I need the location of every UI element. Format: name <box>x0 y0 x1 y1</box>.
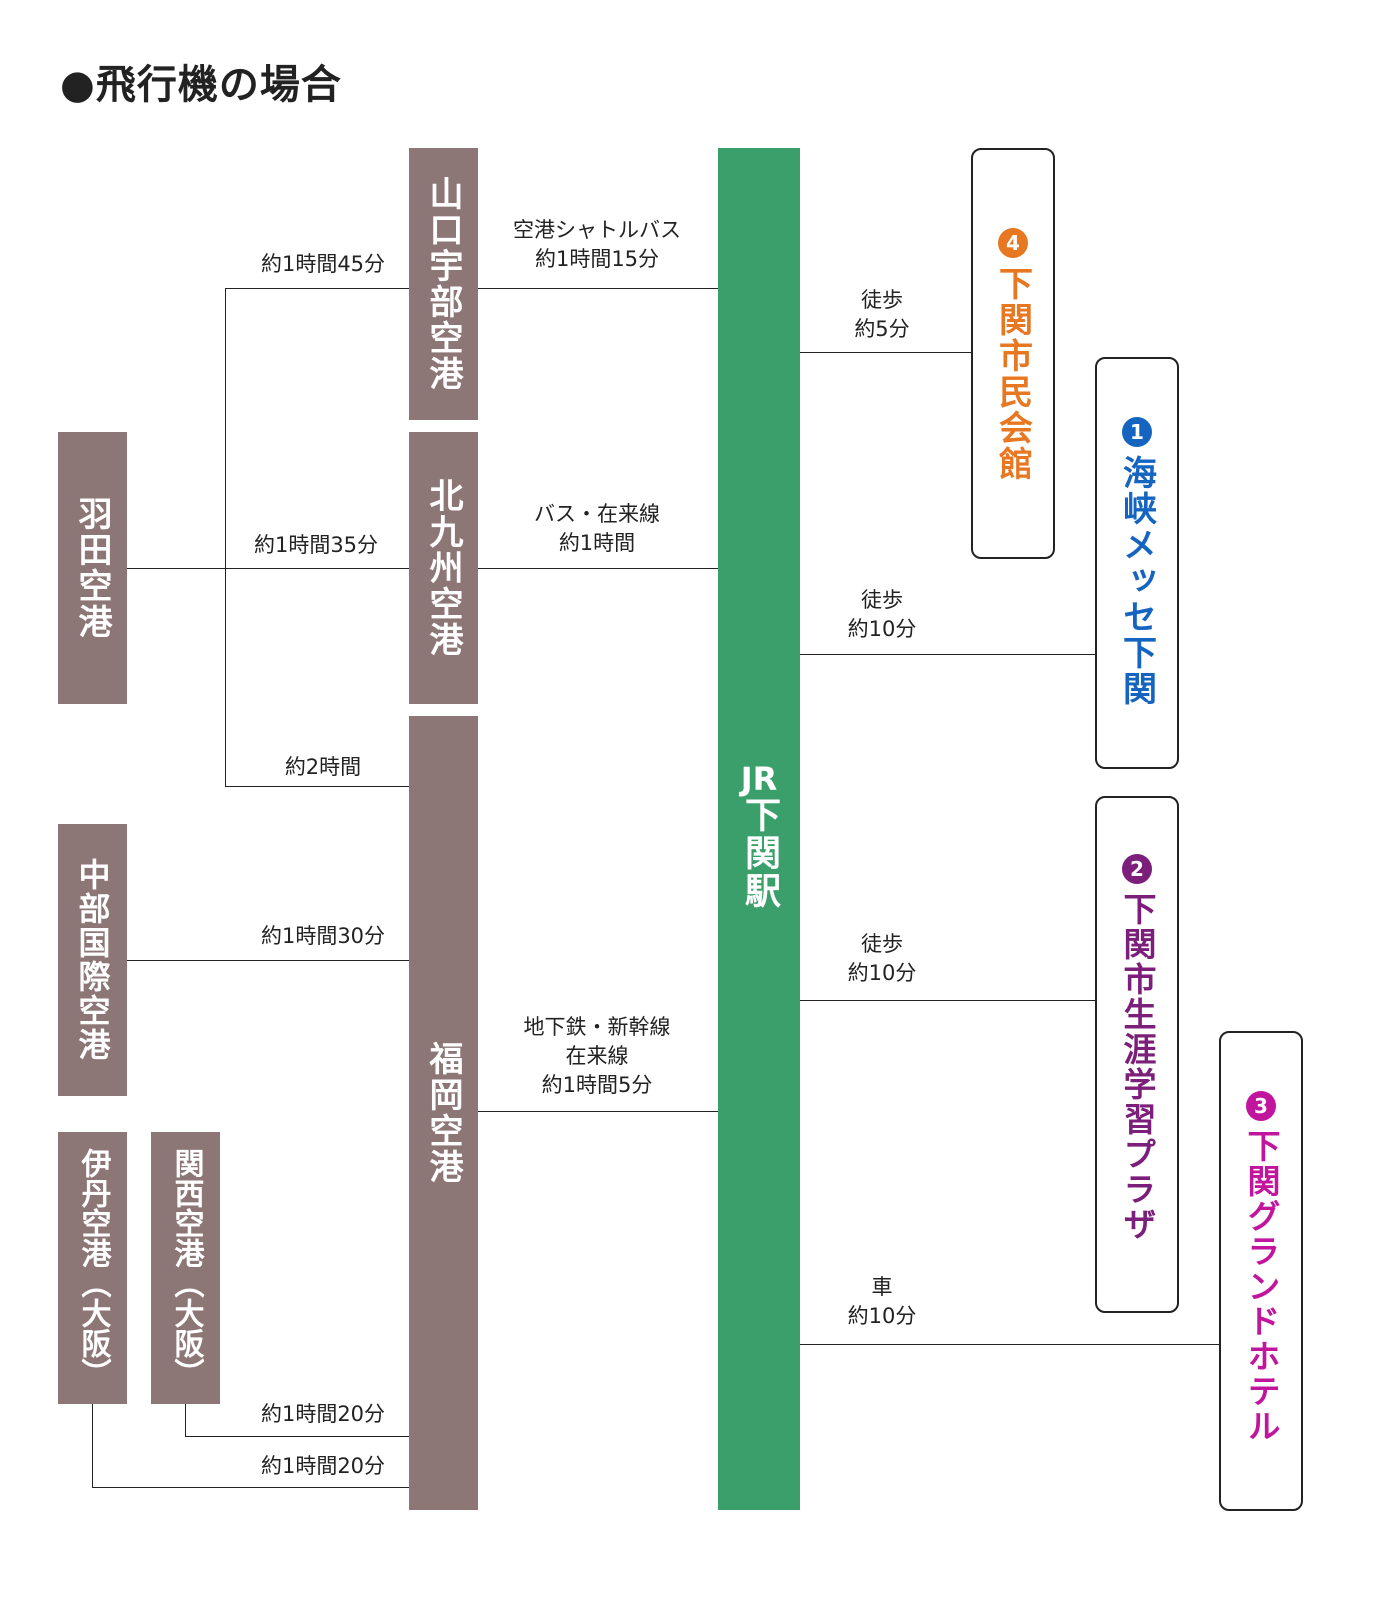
access-station-v1: 徒歩 約10分 <box>822 586 942 644</box>
access-v2-time: 約10分 <box>847 961 917 985</box>
access-v4-mode: 徒歩 <box>861 288 903 312</box>
flight-time-haneda-fukuoka: 約2時間 <box>284 755 362 779</box>
airport-haneda-label: 羽田空港 <box>72 496 112 640</box>
access-v3-time: 約10分 <box>847 1304 917 1328</box>
venue-1-number: 1 <box>1122 417 1152 447</box>
airport-itami: 伊丹空港（大阪） <box>58 1132 127 1404</box>
airport-haneda: 羽田空港 <box>58 432 127 704</box>
access-yamaguchi-time: 約1時間15分 <box>534 247 660 271</box>
venue-4-name: 下関市民会館 <box>992 266 1033 482</box>
airport-fukuoka-label: 福岡空港 <box>423 1041 463 1185</box>
airport-kansai: 関西空港（大阪） <box>151 1132 220 1404</box>
airport-kitakyushu: 北九州空港 <box>409 432 478 704</box>
connector-station-v4 <box>800 352 972 353</box>
airport-chubu-label: 中部国際空港 <box>73 858 112 1062</box>
connector-haneda-yamaguchi <box>225 288 409 289</box>
access-fukuoka-mode2: 在来線 <box>565 1044 629 1068</box>
access-v3-mode: 車 <box>871 1275 893 1299</box>
airport-itami-label: 伊丹空港（大阪） <box>75 1148 111 1388</box>
venue-2-number: 2 <box>1122 854 1152 884</box>
access-fukuoka-time: 約1時間5分 <box>541 1073 653 1097</box>
airport-fukuoka: 福岡空港 <box>409 716 478 1510</box>
airport-kansai-label: 関西空港（大阪） <box>168 1148 204 1388</box>
venue-3-number: 3 <box>1246 1091 1276 1121</box>
access-yamaguchi-station: 空港シャトルバス 約1時間15分 <box>487 216 707 274</box>
connector-station-v3 <box>800 1344 1220 1345</box>
venue-2-name: 下関市生涯学習プラザ <box>1118 892 1157 1242</box>
flight-time-itami-fukuoka: 約1時間20分 <box>260 1454 386 1478</box>
connector-haneda-trunk <box>225 288 226 786</box>
venue-2: 2 下関市生涯学習プラザ <box>1095 796 1179 1313</box>
venue-3-name: 下関グランドホテル <box>1242 1129 1281 1444</box>
connector-haneda-fukuoka <box>225 786 409 787</box>
connector-chubu-fukuoka <box>126 960 409 961</box>
station-name-label: 下関駅 <box>739 796 780 910</box>
connector-itami-fukuoka <box>92 1487 409 1488</box>
venue-3: 3 下関グランドホテル <box>1219 1031 1303 1511</box>
station-jr-label: JR <box>740 760 778 798</box>
airport-chubu: 中部国際空港 <box>58 824 127 1096</box>
access-fukuoka-station: 地下鉄・新幹線 在来線 約1時間5分 <box>487 1013 707 1100</box>
venue-1-name: 海峡メッセ下関 <box>1116 455 1157 707</box>
airport-kitakyushu-label: 北九州空港 <box>423 478 463 658</box>
venue-1: 1 海峡メッセ下関 <box>1095 357 1179 769</box>
flight-time-haneda-kitakyushu: 約1時間35分 <box>253 533 379 557</box>
connector-kansai-fukuoka <box>185 1436 409 1437</box>
connector-kitakyushu-station <box>477 568 718 569</box>
venue-4: 4 下関市民会館 <box>971 148 1055 559</box>
access-yamaguchi-mode: 空港シャトルバス <box>513 218 681 242</box>
connector-itami-down <box>92 1403 93 1487</box>
access-v4-time: 約5分 <box>854 317 910 341</box>
airport-yamaguchi-ube: 山口宇部空港 <box>409 148 478 420</box>
flight-time-kansai-fukuoka: 約1時間20分 <box>260 1402 386 1426</box>
flight-time-chubu-fukuoka: 約1時間30分 <box>260 924 386 948</box>
jr-shimonoseki-station: JR 下関駅 <box>718 148 800 1510</box>
access-fukuoka-mode1: 地下鉄・新幹線 <box>523 1015 671 1039</box>
connector-station-v1 <box>800 654 1096 655</box>
venue-4-number: 4 <box>998 228 1028 258</box>
access-station-v4: 徒歩 約5分 <box>822 286 942 344</box>
access-kitakyushu-station: バス・在来線 約1時間 <box>487 500 707 558</box>
connector-kansai-down <box>185 1403 186 1436</box>
access-v1-time: 約10分 <box>847 617 917 641</box>
access-kitakyushu-mode: バス・在来線 <box>534 502 660 526</box>
access-v1-mode: 徒歩 <box>861 588 903 612</box>
access-station-v2: 徒歩 約10分 <box>822 930 942 988</box>
connector-yamaguchi-station <box>477 288 718 289</box>
access-v2-mode: 徒歩 <box>861 932 903 956</box>
page-title: ●飛行機の場合 <box>60 62 342 108</box>
airport-yamaguchi-ube-label: 山口宇部空港 <box>423 176 463 392</box>
access-kitakyushu-time: 約1時間 <box>558 531 636 555</box>
access-station-v3: 車 約10分 <box>822 1273 942 1331</box>
flight-time-haneda-yamaguchi: 約1時間45分 <box>260 252 386 276</box>
connector-haneda-kitakyushu <box>126 568 409 569</box>
connector-station-v2 <box>800 1000 1096 1001</box>
connector-fukuoka-station <box>477 1111 718 1112</box>
